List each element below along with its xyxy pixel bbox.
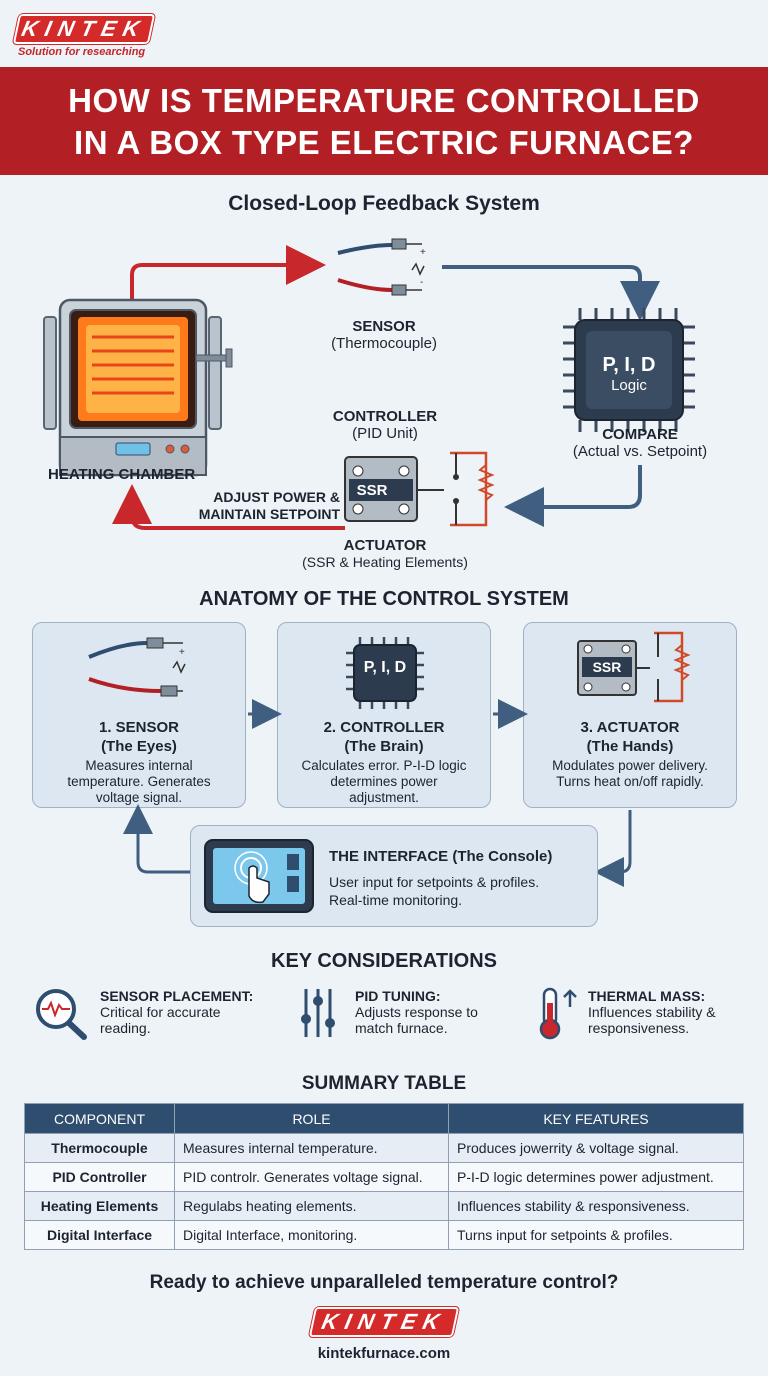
- sensor-label: SENSOR (Thermocouple): [331, 318, 437, 352]
- website-link[interactable]: kintekfurnace.com: [317, 1345, 451, 1362]
- chip-text: P, I, D Logic: [602, 354, 656, 394]
- table-row: Thermocouple Measures internal temperatu…: [24, 1133, 744, 1163]
- anatomy-heading: ANATOMY OF THE CONTROL SYSTEM: [199, 588, 569, 610]
- interface-line-1: User input for setpoints & profiles.: [329, 874, 540, 890]
- cta-text: Ready to achieve unparalleled temperatur…: [149, 1272, 619, 1293]
- consideration-thermal-mass: THERMAL MASS: Influences stability & res…: [588, 988, 716, 1036]
- card-controller-sub: (The Brain): [344, 738, 424, 755]
- title-line-1: HOW IS TEMPERATURE CONTROLLED: [68, 82, 700, 119]
- arrow-compare-to-controller: [504, 465, 642, 527]
- logo-wordmark: KINTEK: [12, 14, 156, 44]
- table-header-cell: KEY FEATURES: [448, 1103, 744, 1134]
- table-row: Heating Elements Regulabs heating elemen…: [24, 1191, 744, 1221]
- summary-heading: SUMMARY TABLE: [301, 1073, 467, 1094]
- card-sensor-desc: Measures internal temperature. Generates…: [67, 758, 211, 805]
- card-sensor-title: 1. SENSOR: [98, 719, 180, 736]
- summary-table-wrap: COMPONENT ROLE KEY FEATURES Thermocouple…: [24, 1103, 744, 1250]
- title-line-2: IN A BOX TYPE ELECTRIC FURNACE?: [74, 124, 694, 161]
- table-row: PID Controller PID controlr. Generates v…: [24, 1162, 744, 1192]
- ssr-text: SSR: [356, 482, 388, 499]
- card-controller-desc: Calculates error. P-I-D logic determines…: [301, 758, 467, 805]
- pid-chip-icon: [346, 637, 424, 709]
- loop-heading: Closed-Loop Feedback System: [228, 192, 540, 215]
- ssr-relay-icon: [344, 451, 495, 527]
- furnace-icon: [43, 298, 233, 477]
- magnifier-pulse-icon: [36, 989, 87, 1040]
- table-cell: Heating Elements: [24, 1191, 175, 1221]
- arrow-actuator-to-chamber: [112, 484, 345, 530]
- card-interface: THE INTERFACE (The Console) User input f…: [190, 825, 598, 927]
- table-header-row: COMPONENT ROLE KEY FEATURES: [24, 1103, 744, 1134]
- card-actuator: SSR 3. ACTUATOR (The Hands) Modulates po…: [523, 622, 737, 808]
- card-actuator-desc: Modulates power delivery. Turns heat on/…: [552, 758, 708, 789]
- interface-title: THE INTERFACE (The Console): [329, 848, 553, 865]
- summary-table: COMPONENT ROLE KEY FEATURES Thermocouple…: [24, 1103, 744, 1250]
- considerations-heading: KEY CONSIDERATIONS: [271, 950, 497, 972]
- table-row: Digital Interface Digital Interface, mon…: [24, 1220, 744, 1250]
- interface-line-2: Real-time monitoring.: [329, 892, 463, 908]
- header-logo: KINTEK: [12, 14, 156, 44]
- svg-text:-: -: [420, 277, 423, 288]
- card-sensor-sub: (The Eyes): [101, 738, 177, 755]
- card-controller: P, I, D 2. CONTROLLER (The Brain) Calcul…: [277, 622, 491, 808]
- consideration-sensor-placement: SENSOR PLACEMENT: Critical for accurate …: [100, 988, 254, 1036]
- chamber-label: HEATING CHAMBER: [48, 466, 196, 483]
- table-cell: PID Controller: [24, 1162, 175, 1192]
- arrow-chamber-to-sensor: [130, 245, 326, 300]
- anatomy-arrows: [123, 699, 632, 887]
- loop-diagram: + -: [43, 238, 695, 530]
- table-cell: PID controlr. Generates voltage signal.: [174, 1162, 449, 1192]
- table-header-cell: ROLE: [174, 1103, 449, 1134]
- table-cell: P-I-D logic determines power adjustment.: [448, 1162, 744, 1192]
- title-banner: HOW IS TEMPERATURE CONTROLLED IN A BOX T…: [0, 67, 768, 175]
- ssr-relay-icon: [577, 631, 691, 703]
- table-cell: Measures internal temperature.: [174, 1133, 449, 1163]
- consideration-pid-tuning: PID TUNING: Adjusts response to match fu…: [355, 988, 478, 1036]
- table-cell: Turns input for setpoints & profiles.: [448, 1220, 744, 1250]
- actuator-label: ACTUATOR (SSR & Heating Elements): [302, 537, 468, 570]
- card-actuator-title: 3. ACTUATOR: [580, 719, 680, 736]
- controller-label: CONTROLLER (PID Unit): [332, 408, 438, 442]
- footer-logo-wordmark[interactable]: KINTEK: [308, 1307, 460, 1337]
- table-cell: Thermocouple: [24, 1133, 175, 1163]
- thermocouple-icon: + -: [337, 238, 426, 296]
- card-actuator-sub: (The Hands): [586, 738, 674, 755]
- adjust-label: ADJUST POWER & MAINTAIN SETPOINT: [198, 489, 340, 522]
- svg-text:+: +: [420, 247, 426, 258]
- svg-text:+: +: [179, 647, 185, 658]
- card-chip-text: P, I, D: [363, 659, 407, 676]
- thermocouple-icon: +: [88, 637, 186, 697]
- table-cell: Regulabs heating elements.: [174, 1191, 449, 1221]
- touchscreen-icon: [204, 839, 314, 913]
- table-cell: Produces jowerrity & voltage signal.: [448, 1133, 744, 1163]
- footer-logo: KINTEK: [308, 1307, 460, 1337]
- logo-tagline: Solution for researching: [18, 46, 146, 58]
- sliders-icon: [301, 989, 335, 1037]
- card-controller-title: 2. CONTROLLER: [323, 719, 445, 736]
- pid-chip-icon: [563, 308, 695, 432]
- arrow-sensor-to-compare: [442, 265, 660, 321]
- table-cell: Influences stability & responsiveness.: [448, 1191, 744, 1221]
- table-cell: Digital Interface, monitoring.: [174, 1220, 449, 1250]
- card-sensor: + 1. SENSOR (The Eyes) Measures internal…: [32, 622, 246, 808]
- table-header-cell: COMPONENT: [24, 1103, 175, 1134]
- thermometer-icon: [539, 987, 577, 1040]
- compare-label: COMPARE (Actual vs. Setpoint): [572, 426, 708, 460]
- table-cell: Digital Interface: [24, 1220, 175, 1250]
- card-ssr-text: SSR: [592, 659, 622, 675]
